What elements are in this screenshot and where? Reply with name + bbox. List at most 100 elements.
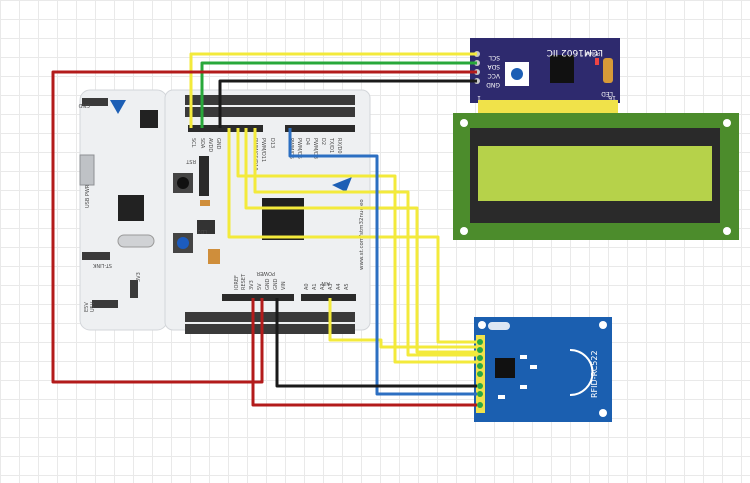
- st-logo-icon: [110, 100, 126, 114]
- top-header-row2: [185, 107, 355, 117]
- label-a5: A5: [344, 283, 350, 290]
- wire-gnd-lcd: [218, 79, 477, 128]
- label-avdd: AVDD: [207, 138, 213, 152]
- label-reset: RESET: [241, 273, 247, 290]
- user-button-cap: [177, 237, 189, 249]
- label-a1: A1: [312, 283, 318, 290]
- wire-spi-4: [253, 128, 477, 357]
- wire-3v3-rfid: [251, 298, 477, 407]
- arduino-header-top-left: [188, 125, 263, 132]
- rfid-pad-2: [477, 347, 483, 353]
- wires: [51, 52, 477, 407]
- label-ld2: LD2: [197, 228, 207, 234]
- label-pwm-d11: PWM/D11: [260, 138, 266, 162]
- label-rst: RST: [185, 158, 196, 164]
- pin-sda-label: SDA: [487, 63, 500, 70]
- wire-scl: [189, 52, 477, 128]
- label-gnd-b2: GND: [273, 278, 279, 290]
- label-d2: D2: [320, 138, 326, 145]
- bottom-header-row1: [185, 312, 355, 322]
- pin-1-label: 1: [477, 94, 481, 101]
- rfid-module: RFID-RC522: [474, 317, 612, 422]
- analog-header: [301, 294, 356, 301]
- label-rx-d0: RX/D0: [336, 138, 342, 154]
- rfid-hole-tr: [599, 321, 607, 329]
- left-header-a: [82, 98, 108, 106]
- capacitor: [208, 249, 220, 264]
- rfid-smd-4: [498, 395, 505, 399]
- rfid-smd-3: [520, 385, 527, 389]
- top-header-row1: [185, 95, 355, 105]
- rfid-pad-6: [477, 383, 483, 389]
- label-a0: A0: [304, 283, 310, 290]
- label-st-link: ST-LINK: [92, 262, 112, 268]
- mount-hole-bl: [460, 227, 468, 235]
- label-ain: AIN: [321, 280, 330, 286]
- wire-vcc-lcd: [51, 70, 477, 384]
- resistor-ld2: [199, 156, 209, 196]
- led-jumper: [603, 58, 613, 83]
- potentiometer-knob: [511, 68, 523, 80]
- label-a3: A3: [328, 283, 334, 290]
- power-led: [595, 58, 599, 65]
- rfid-pad-4: [477, 363, 483, 369]
- wire-sda: [200, 61, 477, 128]
- mount-hole-tl: [460, 119, 468, 127]
- wire-blue: [288, 128, 477, 396]
- reset-button-cap: [177, 177, 189, 189]
- wire-gnd-rfid: [275, 298, 477, 388]
- wire-spi-1: [227, 128, 477, 344]
- lcd-pin-header: [478, 100, 618, 114]
- label-a2: A2: [320, 283, 326, 290]
- small-chip: [140, 110, 158, 128]
- lcd-display: [453, 113, 739, 240]
- rfid-pad-3: [477, 355, 483, 361]
- arduino-header-top-right: [285, 125, 355, 132]
- label-power: POWER: [256, 270, 275, 276]
- usb-connector: [79, 154, 95, 186]
- pin-vcc-label: VCC: [488, 72, 500, 79]
- pin-gnd-label: GND: [486, 81, 500, 88]
- main-mcu: [262, 198, 304, 240]
- i2c-chip: [550, 55, 574, 83]
- lcm-power-label: Power: [584, 50, 600, 56]
- regulator: [197, 220, 215, 234]
- rfid-pin-pads: [477, 339, 483, 408]
- left-header-c: [92, 300, 118, 308]
- label-scl: SCL: [190, 138, 196, 148]
- rfid-hole-tl: [478, 321, 486, 329]
- rfid-pad-5: [477, 371, 483, 377]
- label-d13: D13: [269, 138, 275, 148]
- wire-reset-rfid: [328, 298, 477, 349]
- label-pwm-d3: PWM/D3: [312, 138, 318, 159]
- mount-hole-br: [723, 227, 731, 235]
- wire-spi-2: [236, 128, 477, 364]
- rfid-smd-2: [530, 365, 537, 369]
- label-website: www.st.com/stm32nucleo: [359, 199, 365, 270]
- jumper: [200, 200, 210, 206]
- rfid-chip: [495, 358, 515, 378]
- rfid-crystal: [488, 322, 510, 330]
- rfid-antenna: [569, 349, 594, 396]
- label-5v: 5V: [257, 283, 263, 290]
- rfid-smd-1: [520, 355, 527, 359]
- label-usb-pwr: USB PWR: [85, 184, 91, 208]
- left-header-d: [130, 280, 138, 298]
- label-gnd-b1: GND: [265, 278, 271, 290]
- label-vin: VIN: [281, 281, 287, 290]
- rfid-label: RFID-RC522: [590, 350, 599, 398]
- stlink-mcu: [118, 195, 144, 221]
- rfid-hole-br: [599, 409, 607, 417]
- i2c-backpack: [470, 38, 620, 103]
- label-3v3: 3V3: [249, 280, 255, 290]
- label-tx-d1: TX/D1: [328, 137, 334, 153]
- nucleo-board: GND USB PWR ST-LINK 3V3 E5V U5V RST LD2 …: [78, 89, 371, 334]
- label-3v3-left: 3V3: [136, 272, 142, 282]
- label-ioref: IOREF: [234, 275, 240, 290]
- lcd-screen: [478, 146, 712, 201]
- pin-16-label: 16: [608, 94, 616, 101]
- label-pwm-d5: PWM/D5: [296, 138, 302, 159]
- label-gnd: GND: [78, 102, 90, 108]
- wire-spi-3: [244, 128, 477, 354]
